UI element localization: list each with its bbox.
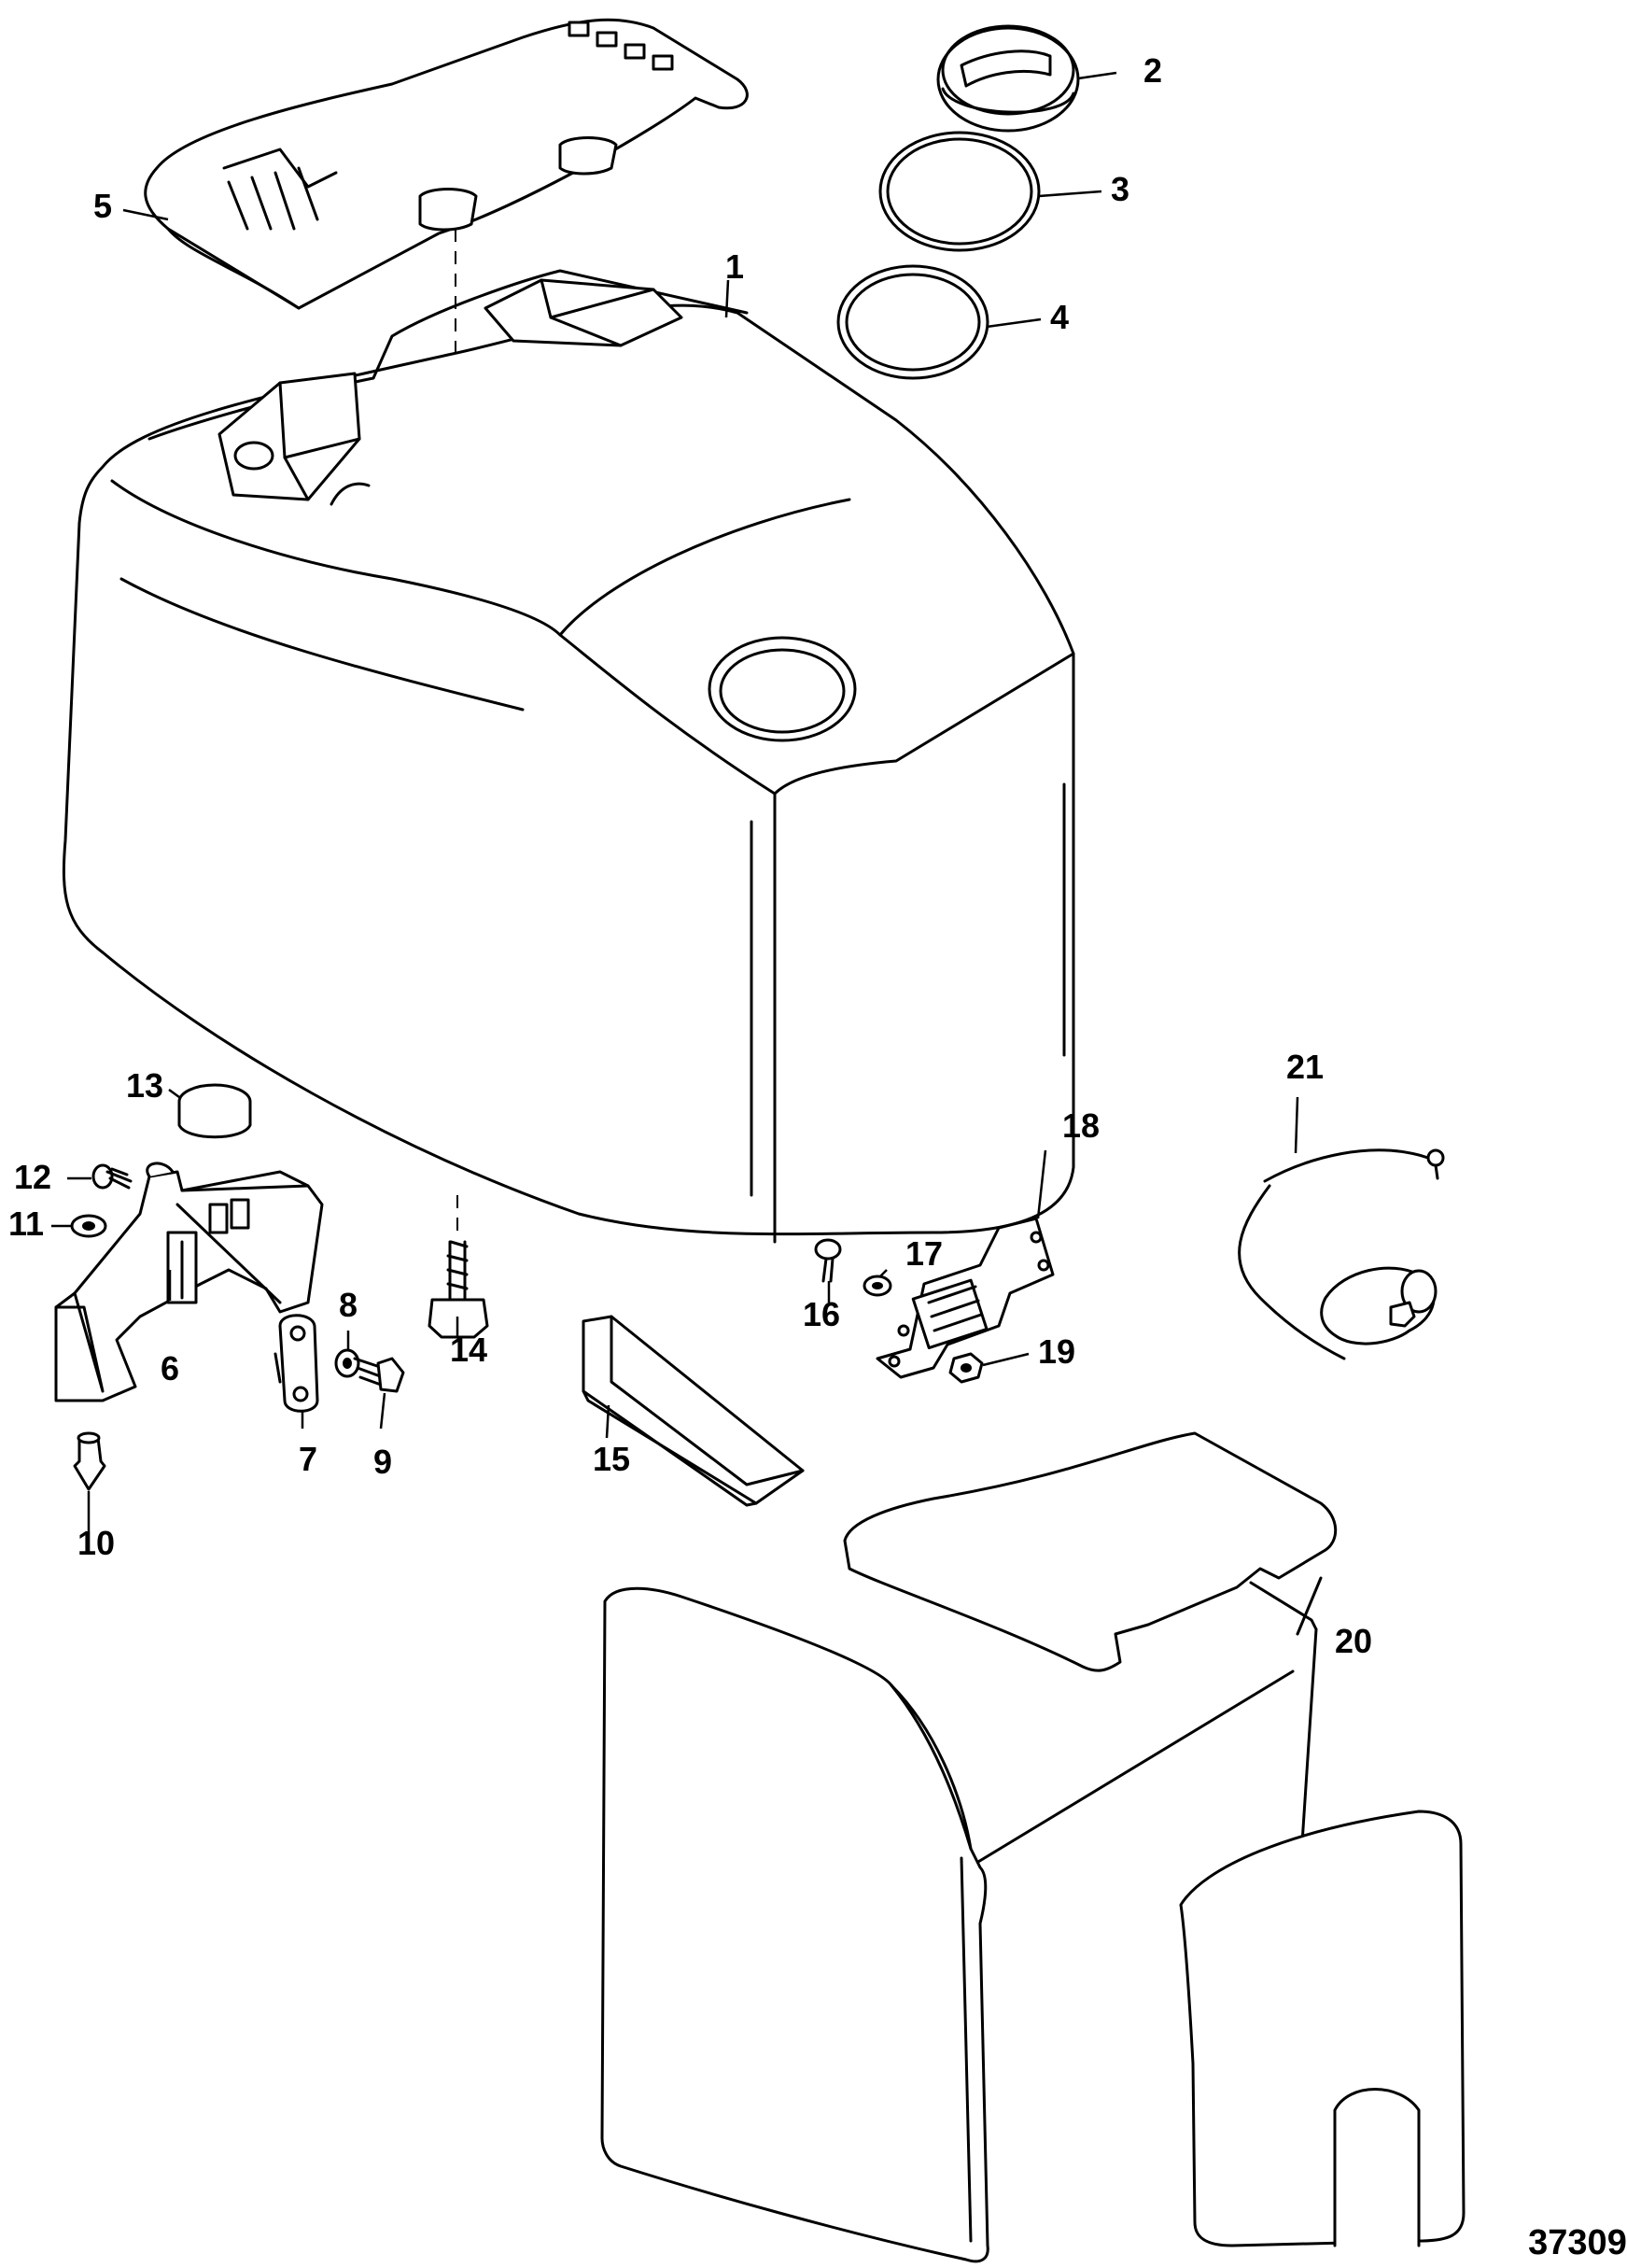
- callout-2: 2: [1143, 51, 1162, 90]
- callout-6: 6: [161, 1349, 179, 1388]
- callout-3: 3: [1111, 170, 1129, 208]
- figure-id: 37309: [1528, 2223, 1627, 2262]
- callout-labels: 1 2 3 4 5 6 7 8 9 10 11 12 13 14 15 16 1…: [8, 51, 1627, 2262]
- callout-21: 21: [1286, 1048, 1324, 1086]
- part-8-washer: [334, 1348, 360, 1378]
- callout-13: 13: [126, 1066, 163, 1105]
- callout-4: 4: [1050, 298, 1069, 336]
- callout-5: 5: [93, 187, 112, 225]
- callout-1: 1: [725, 247, 744, 286]
- part-12-screw: [91, 1163, 133, 1190]
- callout-7: 7: [299, 1440, 317, 1478]
- callout-11: 11: [8, 1204, 44, 1243]
- part-21-lanyard: [1238, 1148, 1445, 1360]
- part-13-plug: [177, 1083, 252, 1139]
- callout-12: 12: [14, 1158, 51, 1196]
- callout-18: 18: [1062, 1106, 1100, 1145]
- leader-lines: [51, 71, 1299, 1531]
- part-11-washer: [70, 1214, 107, 1238]
- callout-19: 19: [1038, 1332, 1075, 1371]
- part-5-top-cover: [144, 18, 749, 310]
- part-1-cowl: [62, 269, 1075, 1244]
- part-18-latch-plate: [876, 1217, 1055, 1379]
- callout-10: 10: [77, 1524, 115, 1562]
- part-14-bolt: [428, 1195, 489, 1339]
- callout-9: 9: [373, 1443, 392, 1481]
- part-20-pad-set: [600, 1431, 1466, 2263]
- callout-15: 15: [593, 1440, 630, 1478]
- part-4-gasket-ring: [836, 264, 989, 380]
- part-16-screw: [814, 1238, 842, 1283]
- callout-20: 20: [1335, 1622, 1372, 1660]
- part-7-link-plate: [274, 1314, 319, 1413]
- part-3-seal-ring: [878, 131, 1041, 252]
- part-6-bracket: [54, 1162, 324, 1402]
- part-19-nut: [948, 1352, 984, 1384]
- part-10-peg: [73, 1431, 106, 1491]
- callout-14: 14: [450, 1331, 487, 1369]
- part-17-nut: [863, 1275, 892, 1297]
- part-15-angle-strip: [582, 1315, 805, 1507]
- callout-16: 16: [803, 1295, 840, 1333]
- callout-17: 17: [905, 1234, 943, 1273]
- part-9-bolt: [353, 1357, 405, 1393]
- part-2-cap: [936, 24, 1080, 133]
- callout-8: 8: [339, 1286, 358, 1324]
